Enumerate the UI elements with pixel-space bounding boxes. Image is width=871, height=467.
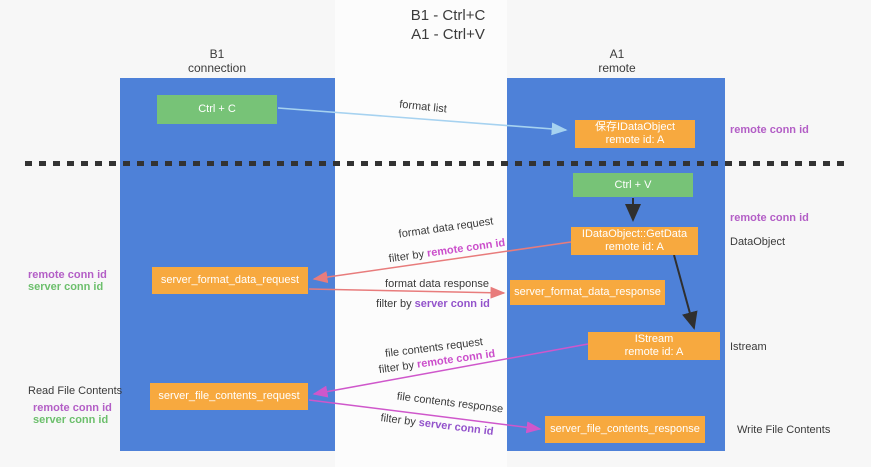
dataobject-label: DataObject <box>730 236 786 248</box>
left-server-conn-id-label-1: server conn id <box>28 281 104 293</box>
node-ctrl-v-label: Ctrl + V <box>614 178 652 191</box>
lane-b1-name: B1 <box>209 47 225 61</box>
node-format-response-label: server_format_data_response <box>514 286 661 298</box>
node-server-format-data-response: server_format_data_response <box>510 280 665 305</box>
istream-label: Istream <box>730 341 767 353</box>
node-idataobject-getdata: IDataObject::GetData remote id: A <box>571 227 698 255</box>
lane-a1-header: A1 remote <box>598 47 635 75</box>
node-server-file-contents-response: server_file_contents_response <box>545 416 705 443</box>
node-format-request-label: server_format_data_request <box>160 274 300 286</box>
node-istream-line1: IStream <box>634 333 674 345</box>
read-file-contents-label: Read File Contents <box>28 385 123 397</box>
node-getdata-line1: IDataObject::GetData <box>581 228 688 240</box>
node-file-response-label: server_file_contents_response <box>550 423 700 435</box>
format-data-response-label: format data response <box>385 278 489 290</box>
lane-a1-subtitle: remote <box>598 61 636 75</box>
remote-conn-id-label-top: remote conn id <box>730 124 809 136</box>
node-save-idataobject-line1: 保存IDataObject <box>594 121 676 133</box>
server-conn-id-highlight: server conn id <box>414 298 490 310</box>
lane-b1-subtitle: connection <box>187 61 247 75</box>
filter-by-text: filter by <box>376 298 415 310</box>
left-server-conn-id-label-2: server conn id <box>33 414 109 426</box>
node-istream: IStream remote id: A <box>588 332 720 360</box>
left-remote-conn-id-label-1: remote conn id <box>28 269 107 281</box>
node-server-format-data-request: server_format_data_request <box>152 267 308 294</box>
node-file-request-label: server_file_contents_request <box>158 390 300 402</box>
lane-b1-header: B1 connection <box>188 47 246 75</box>
title-line-1: B1 - Ctrl+C <box>410 7 486 24</box>
node-ctrl-v: Ctrl + V <box>573 173 693 197</box>
title-line-2: A1 - Ctrl+V <box>411 26 485 43</box>
diagram-title: B1 - Ctrl+C A1 - Ctrl+V <box>411 6 486 44</box>
node-server-file-contents-request: server_file_contents_request <box>150 383 308 410</box>
filter-by-server-conn-id-label-1: filter by server conn id <box>376 298 490 310</box>
node-istream-line2: remote id: A <box>624 346 684 358</box>
node-ctrl-c-label: Ctrl + C <box>198 103 236 115</box>
node-save-idataobject-line2: remote id: A <box>605 134 665 146</box>
left-remote-conn-id-label-2: remote conn id <box>33 402 112 414</box>
node-ctrl-c: Ctrl + C <box>157 95 277 124</box>
remote-conn-id-label-middle: remote conn id <box>730 212 809 224</box>
node-getdata-line2: remote id: A <box>605 241 664 253</box>
lane-a1-name: A1 <box>609 47 625 61</box>
node-save-idataobject: 保存IDataObject remote id: A <box>575 120 695 148</box>
write-file-contents-label: Write File Contents <box>737 424 831 436</box>
